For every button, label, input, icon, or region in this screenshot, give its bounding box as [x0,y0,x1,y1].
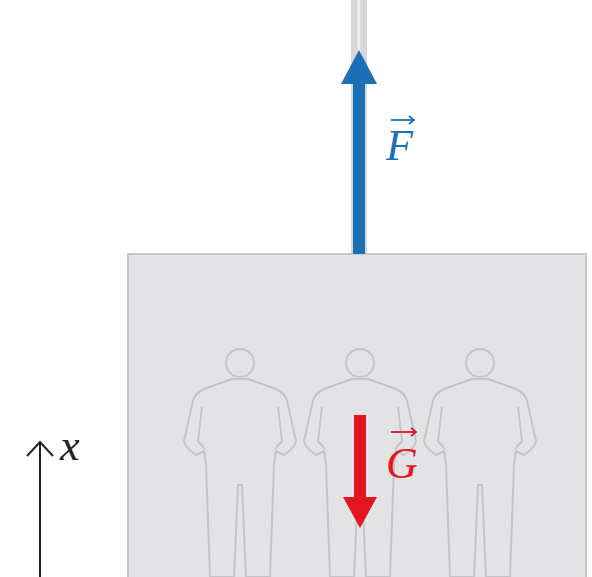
weight-label: G [386,442,418,486]
force-arrow-shaft [353,76,365,254]
person-outline [184,349,296,577]
vector-mark [391,116,414,124]
person-outline [424,349,536,577]
elevator-cabin [128,254,586,577]
cable [351,0,367,253]
weight-arrow-shaft [354,415,366,503]
force-label: F [386,124,413,168]
vector-mark [391,428,416,436]
axis-arrowhead [27,442,53,456]
axis-label: x [60,424,80,468]
force-arrow-head [341,50,377,84]
axis-line [39,442,41,577]
weight-arrow-head [343,497,377,528]
